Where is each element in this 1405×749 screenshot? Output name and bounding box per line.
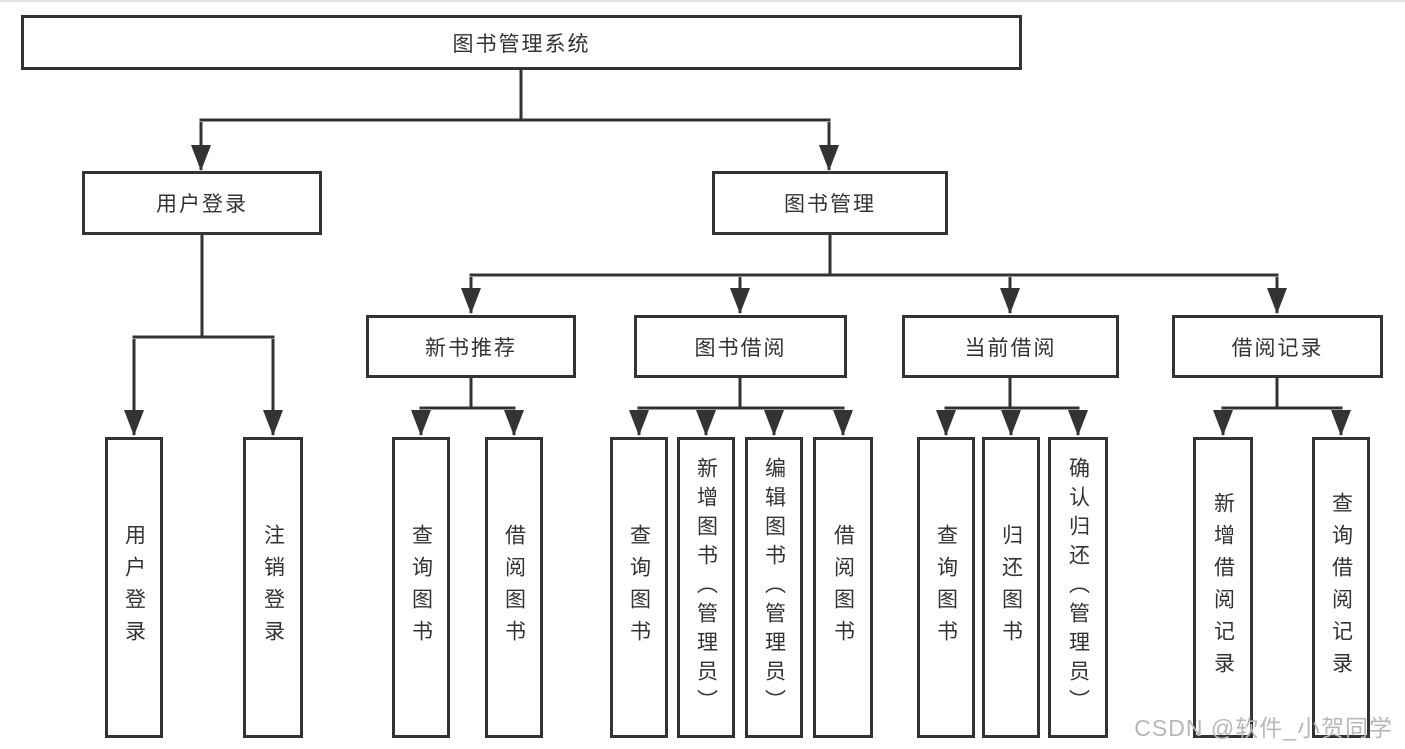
node-user-login-leaf: 用户登录: [105, 437, 163, 738]
node-borrow-books-leaf: 借阅图书: [813, 437, 873, 738]
node-add-books-admin: 新增图书（管理员）: [677, 437, 735, 738]
node-borrow-books-recommend: 借阅图书: [485, 437, 543, 738]
node-label: 注销登录: [261, 523, 285, 652]
node-current-borrowing: 当前借阅: [902, 315, 1119, 378]
node-label: 新增图书（管理员）: [694, 457, 718, 718]
node-query-books-current: 查询图书: [917, 437, 975, 738]
watermark-text: CSDN @软件_小贺同学: [1134, 715, 1393, 741]
node-new-book-recommend: 新书推荐: [366, 315, 576, 378]
node-label: 确认归还（管理员）: [1066, 457, 1090, 718]
node-label: 查询借阅记录: [1329, 491, 1353, 684]
node-label: 查询图书: [409, 523, 433, 652]
node-query-borrow-record: 查询借阅记录: [1312, 437, 1370, 738]
node-query-books-recommend: 查询图书: [392, 437, 450, 738]
node-label: 新增借阅记录: [1211, 491, 1235, 684]
node-user-login: 用户登录: [82, 171, 322, 235]
node-label: 查询图书: [934, 523, 958, 652]
node-label: 查询图书: [627, 523, 651, 652]
node-book-management: 图书管理: [712, 171, 948, 235]
node-query-books-borrowing: 查询图书: [610, 437, 668, 738]
node-label: 借阅图书: [502, 523, 526, 652]
node-borrowing-records: 借阅记录: [1172, 315, 1383, 378]
node-return-books: 归还图书: [982, 437, 1040, 738]
node-label: 归还图书: [999, 523, 1023, 652]
node-edit-books-admin: 编辑图书（管理员）: [745, 437, 803, 738]
node-logout: 注销登录: [243, 437, 303, 738]
node-label: 借阅图书: [831, 523, 855, 652]
node-add-borrow-record: 新增借阅记录: [1193, 437, 1253, 738]
node-library-management-system: 图书管理系统: [21, 15, 1022, 70]
node-confirm-return-admin: 确认归还（管理员）: [1048, 437, 1108, 738]
node-label: 编辑图书（管理员）: [762, 457, 786, 718]
node-book-borrowing: 图书借阅: [634, 315, 847, 378]
node-label: 用户登录: [122, 523, 146, 652]
